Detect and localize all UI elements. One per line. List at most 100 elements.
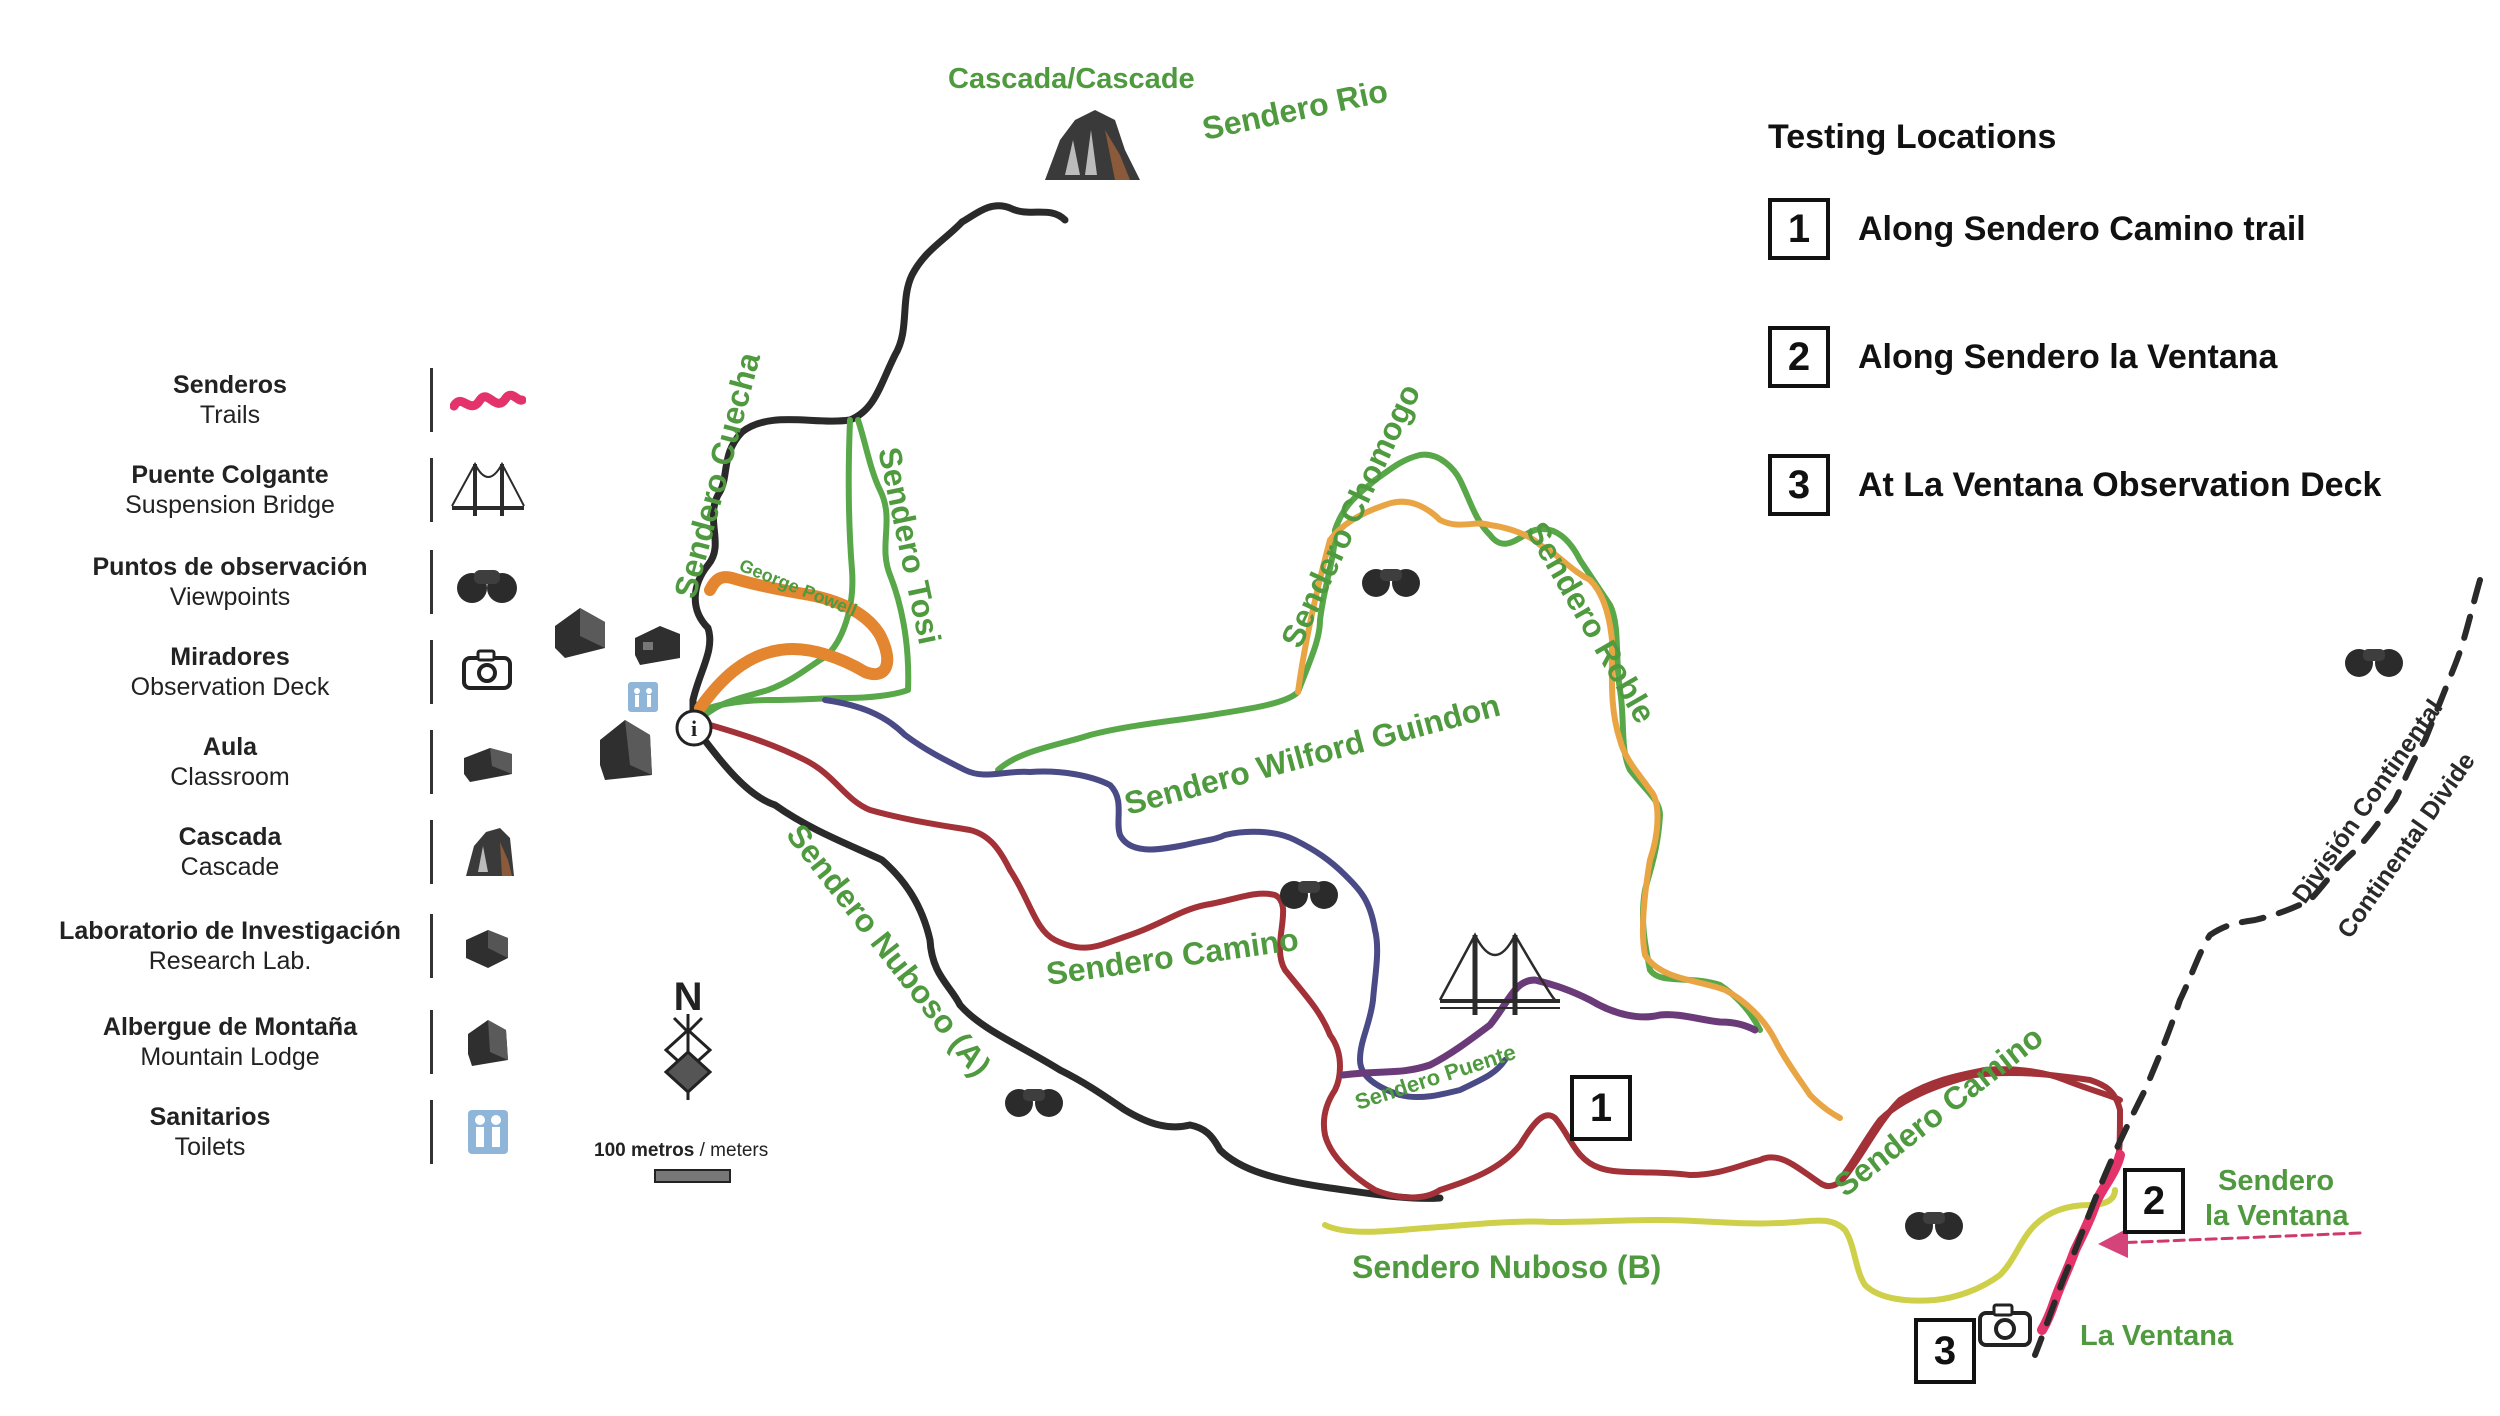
building-icon-map-2 (635, 626, 680, 665)
cascade-icon (450, 820, 526, 884)
legend-label-es: Sanitarios (149, 1103, 271, 1131)
scale-label-rest: / meters (694, 1140, 769, 1161)
legend-item-observation-deck: Miradores Observation Deck (30, 632, 512, 712)
legend-divider (430, 914, 433, 978)
testing-location-text-1: Along Sendero Camino trail (1858, 210, 2306, 248)
mountain-lodge-icon (450, 1010, 526, 1074)
sendero-puente-trail[interactable] (1339, 976, 1759, 1079)
legend-item-toilets: Sanitarios Toilets (30, 1092, 508, 1172)
label-sendero-roble: Sendero Roble (1519, 516, 1663, 730)
label-sendero-camino-2: Sendero Camino (1827, 1019, 2050, 1204)
legend-label-en: Viewpoints (169, 583, 291, 611)
camera-icon-map (1978, 1303, 2032, 1347)
label-sendero-camino-1: Sendero Camino (1044, 921, 1301, 992)
binoculars-icon-map-3 (1005, 1089, 1063, 1117)
testing-location-number-1: 1 (1768, 198, 1830, 260)
compass-letter: N (674, 975, 703, 1019)
legend-item-suspension-bridge: Puente Colgante Suspension Bridge (30, 450, 525, 530)
legend-label-es: Senderos (173, 371, 287, 399)
legend-divider (430, 1010, 433, 1074)
waterfall-icon (1045, 110, 1140, 180)
label-sendero-nuboso-b: Sendero Nuboso (B) (1352, 1249, 1661, 1285)
testing-location-text-3: At La Ventana Observation Deck (1858, 466, 2382, 504)
legend-item-mountain-lodge: Albergue de Montaña Mountain Lodge (30, 1002, 508, 1082)
building-icon-map-3 (600, 720, 652, 780)
binoculars-icon (450, 550, 526, 614)
testing-location-number-2: 2 (1768, 326, 1830, 388)
sendero-nuboso-a-trail[interactable] (689, 721, 1444, 1202)
legend-item-trails: Senderos Trails (30, 360, 526, 440)
legend-divider (430, 820, 433, 884)
label-sendero-ventana-2: la Ventana (2205, 1200, 2349, 1232)
scale-label: 100 metros / meters (594, 1140, 768, 1162)
binoculars-icon-map-5 (2345, 649, 2403, 677)
ventana-arrow-head (2098, 1228, 2128, 1258)
map-marker-2[interactable]: 2 (2123, 1168, 2185, 1234)
legend-label-es: Aula (202, 733, 258, 761)
label-sendero-chomogo: Sendero Chomogo (1274, 378, 1428, 653)
testing-location-number-3: 3 (1768, 454, 1830, 516)
sendero-nuboso-b-trail[interactable] (1322, 1187, 2118, 1304)
george-powell-trail[interactable] (694, 571, 894, 714)
legend-label-en: Research Lab. (148, 947, 312, 975)
legend-label-es: Miradores (170, 643, 290, 671)
building-icon-map-1 (555, 608, 605, 658)
legend-divider (430, 368, 433, 432)
legend-divider (430, 730, 433, 794)
legend-divider (430, 458, 433, 522)
research-lab-icon (450, 914, 526, 978)
sendero-wilford-guindon-trail[interactable] (822, 697, 1508, 1101)
legend-divider (430, 640, 433, 704)
legend-label-es: Laboratorio de Investigación (59, 917, 401, 945)
continental-divide-line (2032, 577, 2483, 1358)
legend-label-es: Albergue de Montaña (102, 1013, 358, 1041)
ventana-arrow-line (2113, 1231, 2362, 1245)
map-marker-1[interactable]: 1 (1570, 1075, 1632, 1141)
legend-item-research-lab: Laboratorio de Investigación Research La… (30, 906, 508, 986)
camera-icon (450, 640, 526, 704)
label-sendero-puente: Sendero Puente (1352, 1039, 1519, 1115)
testing-location-text-2: Along Sendero la Ventana (1858, 338, 2278, 376)
legend-item-viewpoints: Puntos de observación Viewpoints (30, 542, 517, 622)
legend-item-classroom: Aula Classroom (30, 722, 512, 802)
legend-label-en: Mountain Lodge (140, 1043, 320, 1071)
scale-label-bold: 100 metros (594, 1140, 695, 1161)
legend-label-en: Toilets (174, 1133, 246, 1161)
trail-squiggle-icon (450, 368, 526, 432)
sendero-tosi-trail[interactable] (690, 417, 912, 718)
toilets-icon-map (628, 682, 658, 712)
binoculars-icon-map-2 (1280, 881, 1338, 909)
legend-label-en: Classroom (170, 763, 290, 791)
info-point-icon[interactable]: i (675, 709, 713, 747)
legend-label-es: Puente Colgante (131, 461, 329, 489)
legend-label-en: Suspension Bridge (125, 491, 335, 519)
legend-item-cascade: Cascada Cascade (30, 812, 514, 892)
legend-label-es: Puntos de observación (92, 553, 368, 581)
legend-divider (430, 550, 433, 614)
sendero-rio-trail[interactable] (689, 202, 1069, 729)
classroom-icon (450, 730, 526, 794)
label-sendero-wilford-guindon: Sendero Wilford Guindon (1120, 687, 1503, 822)
suspension-bridge-icon (450, 458, 526, 522)
legend-label-en: Trails (199, 401, 261, 429)
legend-divider (430, 1100, 433, 1164)
label-cascada: Cascada/Cascade (948, 63, 1195, 95)
scale-bar (654, 1169, 731, 1183)
binoculars-icon-map-4 (1905, 1212, 1963, 1240)
suspension-bridge-icon-map (1438, 932, 1560, 1015)
binoculars-icon-map-1 (1362, 569, 1420, 597)
label-sendero-rio: Sendero Rio (1199, 72, 1391, 146)
label-la-ventana: La Ventana (2080, 1320, 2234, 1352)
legend-label-en: Cascade (180, 853, 280, 881)
testing-locations-title: Testing Locations (1768, 118, 2057, 156)
info-letter: i (691, 716, 697, 741)
label-sendero-nuboso-a: Sendero Nuboso (A) (779, 817, 998, 1083)
label-sendero-ventana-1: Sendero (2218, 1165, 2334, 1197)
legend-label-en: Observation Deck (130, 673, 330, 701)
map-marker-3[interactable]: 3 (1914, 1318, 1976, 1384)
sendero-roble-trail[interactable] (1295, 498, 1843, 1121)
sendero-camino-east-trail[interactable] (1837, 1069, 2123, 1183)
legend-label-es: Cascada (178, 823, 282, 851)
toilets-icon (450, 1100, 526, 1164)
